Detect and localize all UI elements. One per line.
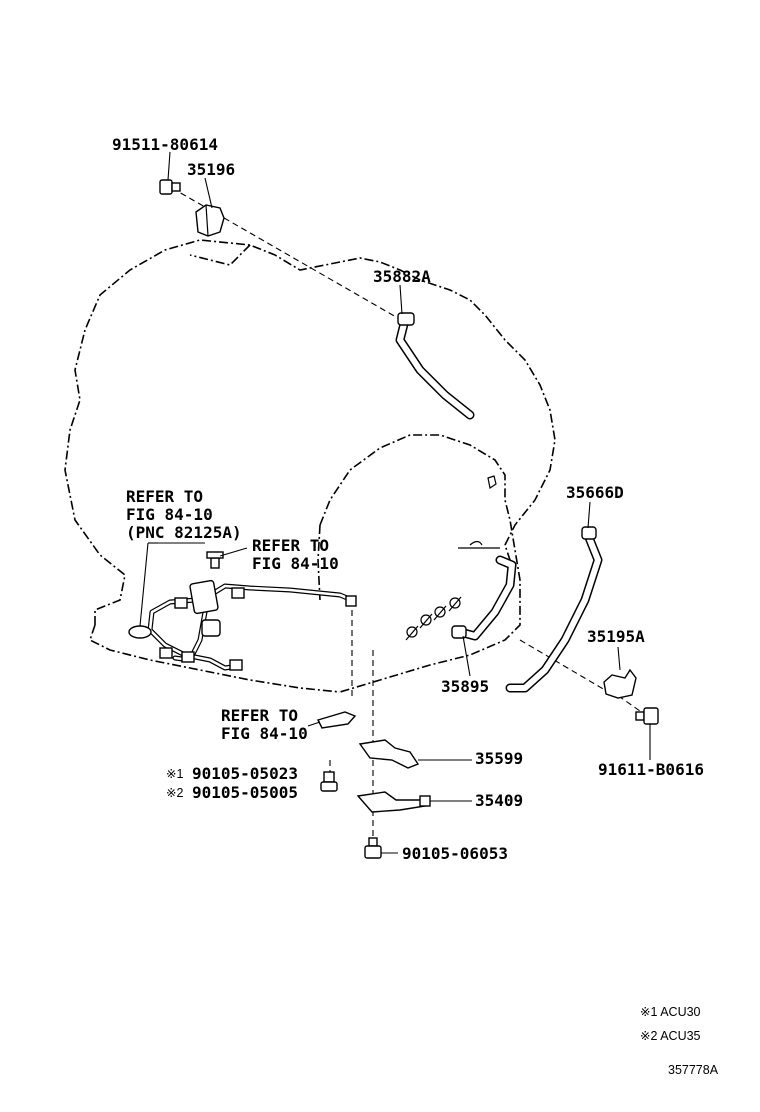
mark-1: ※1 [166,767,183,781]
clamp-35196[interactable] [195,204,225,237]
label-35196: 35196 [187,160,235,179]
label-35599: 35599 [475,749,523,768]
label-90105-05005: 90105-05005 [192,783,298,802]
refer-c-line2: FIG 84-10 [221,724,308,743]
bolt-91611-b0616[interactable] [635,707,659,725]
mark-2: ※2 [166,786,183,800]
transmission-outline [64,239,556,693]
label-35409: 35409 [475,791,523,810]
refer-a-line2: FIG 84-10 [126,505,213,524]
hose-35895[interactable] [451,555,517,641]
label-35895: 35895 [441,677,489,696]
wire-harness [128,551,357,671]
clamp-35195a[interactable] [603,668,637,699]
legend-note-1: ※1 ACU30 [640,1005,701,1019]
bolt-90105-05023[interactable] [320,771,338,792]
refer-a-line1: REFER TO [126,487,203,506]
refer-b-line2: FIG 84-10 [252,554,339,573]
refer-b-line1: REFER TO [252,536,329,555]
label-35666d: 35666D [566,483,624,502]
label-90105-05023: 90105-05023 [192,764,298,783]
label-91611-b0616: 91611-B0616 [598,760,704,779]
figure-id: 357778A [668,1063,719,1077]
leader-lines [139,151,651,854]
label-35882a: 35882A [373,267,431,286]
bolt-91511-80614[interactable] [159,179,181,195]
refer-c-line1: REFER TO [221,706,298,725]
label-90105-06053: 90105-06053 [402,844,508,863]
bracket-refer [317,711,357,729]
refer-a-line3: (PNC 82125A) [126,523,242,542]
label-91511-80614: 91511-80614 [112,135,218,154]
label-35195a: 35195A [587,627,645,646]
hose-35666d[interactable] [505,526,603,693]
bracket-35409[interactable] [356,791,431,813]
bracket-35599[interactable] [358,739,420,769]
legend-note-2: ※2 ACU35 [640,1029,701,1043]
bolt-90105-06053[interactable] [364,837,382,859]
hose-35882a[interactable] [395,312,475,420]
